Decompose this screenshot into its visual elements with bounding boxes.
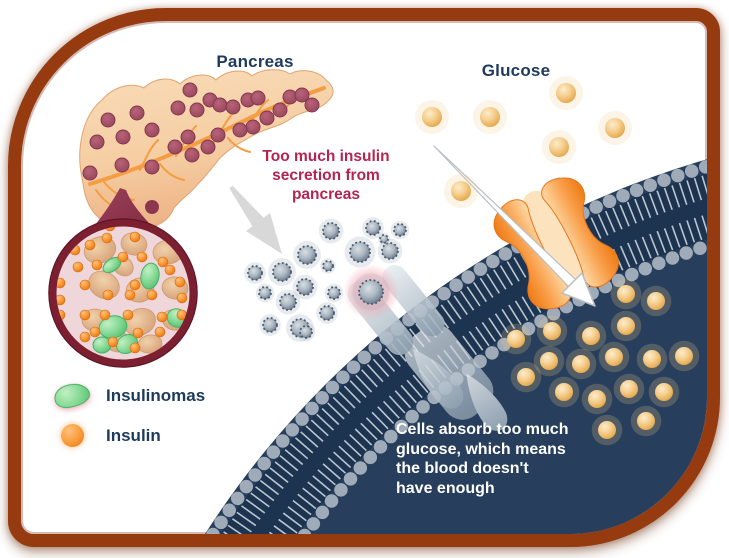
pancreas-islets	[82, 82, 320, 181]
glucose-arrow-head-icon	[561, 272, 596, 307]
legend: Insulinomas Insulin	[51, 379, 206, 447]
insulinoma-blob-icon	[51, 379, 93, 412]
legend-label: Insulinomas	[106, 385, 206, 405]
secretion-arrow-icon	[229, 185, 282, 254]
glucose-particles-blood	[415, 76, 632, 208]
insulinoma-blobs	[92, 256, 188, 355]
insulin-dot-icon	[60, 424, 84, 447]
illustration-stage: Pancreas Glucose Too much insulin secret…	[21, 21, 707, 534]
legend-item-insulin: Insulin	[52, 424, 205, 447]
diagram-artwork	[48, 69, 707, 534]
infographic-card: Pancreas Glucose Too much insulin secret…	[8, 8, 720, 547]
legend-label: Insulin	[106, 425, 161, 445]
pancreas-illustration	[79, 69, 334, 230]
magnifier-outline	[48, 218, 198, 368]
secreted-insulin-particles	[244, 217, 410, 342]
magnifier	[48, 188, 198, 368]
arrows	[229, 145, 596, 307]
secretion-note: Too much insulin secretion from pancreas	[262, 148, 390, 203]
pancreas-label: Pancreas	[216, 52, 294, 71]
bound-insulin-particle	[343, 264, 399, 320]
glucose-particles-cell	[500, 278, 700, 446]
glucose-label: Glucose	[481, 61, 551, 80]
magnifier-cone-bump	[145, 200, 159, 214]
cell-absorption-note: Cells absorb too much glucose, which mea…	[396, 421, 569, 497]
legend-item-insulinomas: Insulinomas	[51, 379, 206, 412]
